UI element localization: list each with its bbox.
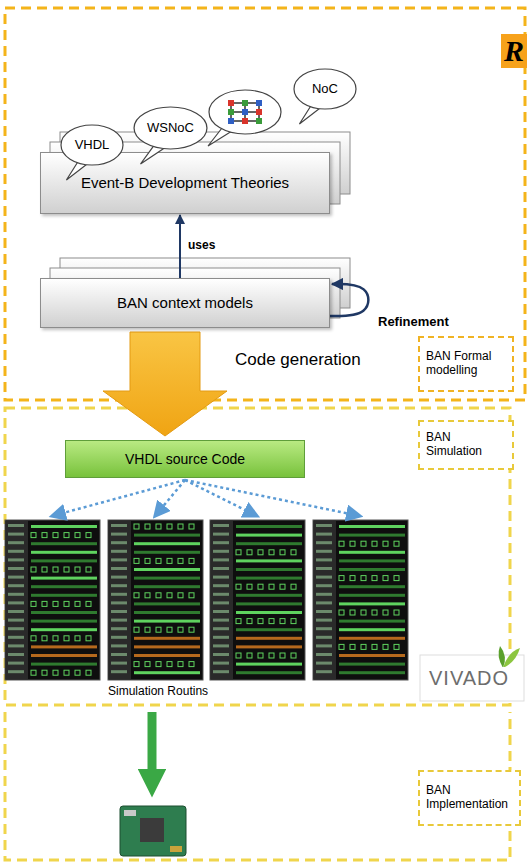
stage-tag: BAN Simulation: [418, 420, 514, 470]
flow-arrow: [179, 215, 181, 278]
simulation-screenshot: [210, 520, 305, 680]
dotted-arrow: [155, 480, 185, 516]
source-box: VHDL source Code: [65, 440, 305, 478]
box-label: VHDL source Code: [125, 451, 245, 467]
region-border: [5, 8, 525, 400]
box-label: WSNoC: [147, 121, 194, 136]
simulation-screenshot: [5, 520, 100, 680]
dotted-arrow: [185, 480, 257, 516]
speech-bubble: VHDL: [60, 124, 124, 166]
logo-leaf: [499, 646, 520, 668]
speech-bubble: NoC: [293, 68, 357, 110]
stage-tag: BAN Implementation: [418, 770, 521, 826]
model-box: BAN context models: [40, 278, 330, 328]
dotted-arrow: [52, 480, 185, 516]
simulation-screenshot: [313, 520, 408, 680]
logo-text: VIVADO: [426, 667, 512, 690]
stage-label: BAN Implementation: [426, 784, 513, 812]
network-bubble: [208, 90, 281, 146]
edge-label: Code generation: [233, 350, 363, 370]
stage-tag: BAN Formal modelling: [418, 336, 514, 392]
edge-label: Refinement: [376, 314, 451, 329]
flow-arrow: [148, 712, 157, 786]
edge-label: uses: [186, 238, 217, 252]
caption-label: Simulation Routins: [108, 684, 208, 698]
flow-arrow: [330, 284, 368, 316]
logo-letter: R: [501, 34, 527, 68]
stage-label: BAN Simulation: [426, 431, 506, 459]
box-label: VHDL: [75, 138, 110, 153]
stage-label: BAN Formal modelling: [426, 350, 506, 378]
speech-bubble: WSNoC: [133, 106, 208, 150]
box-label: NoC: [312, 82, 338, 97]
fpga-board: [120, 806, 186, 856]
box-label: Event-B Development Theories: [81, 174, 289, 191]
box-label: BAN context models: [117, 294, 253, 311]
simulation-screenshot: [108, 520, 203, 680]
dotted-arrow: [185, 480, 360, 516]
block-arrow: [103, 332, 227, 436]
